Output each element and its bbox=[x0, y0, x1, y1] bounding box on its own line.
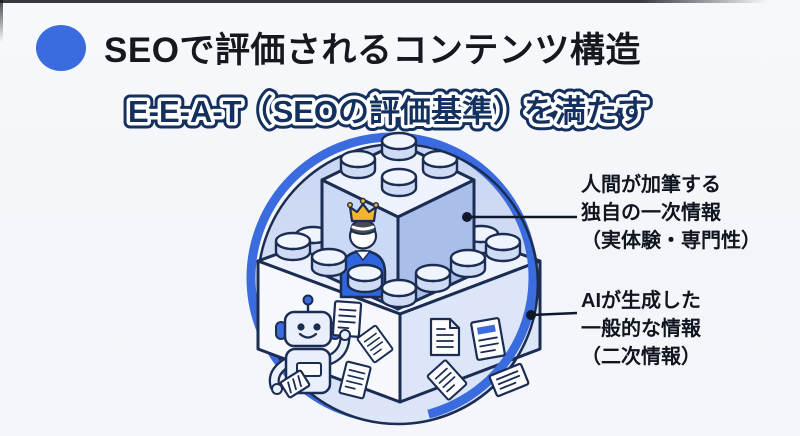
document-icons bbox=[271, 300, 530, 402]
bullet-circle-icon bbox=[36, 24, 86, 71]
document-icon bbox=[469, 316, 507, 362]
annotation-human-primary-info: 人間が加筆する 独自の一次情報 （実体験・専門性） bbox=[581, 171, 800, 255]
annotation-line: AIが生成した bbox=[581, 290, 701, 312]
annotation-ai-generated-info: AIが生成した 一般的な情報 （二次情報） bbox=[581, 287, 800, 371]
banner: E-E-A-T（SEOの評価基準）を満たす E-E-A-T（SEOの評価基準）を… bbox=[121, 88, 654, 136]
header: SEOで評価されるコンテンツ構造 bbox=[36, 22, 641, 73]
connector-bottom-brick bbox=[526, 310, 578, 320]
annotation-line: 一般的な情報 bbox=[581, 318, 701, 340]
top-edge-line bbox=[0, 0, 800, 3]
banner-text-stroke: E-E-A-T（SEOの評価基準）を満たす bbox=[128, 94, 648, 129]
banner-text-outer: E-E-A-T（SEOの評価基準）を満たす bbox=[128, 94, 648, 129]
document-icon bbox=[429, 317, 461, 357]
crown-icon bbox=[348, 202, 378, 223]
connector-top-brick bbox=[462, 212, 577, 222]
banner-text: E-E-A-T（SEOの評価基準）を満たす bbox=[128, 94, 648, 129]
annotation-line: （実体験・専門性） bbox=[581, 230, 761, 252]
annotation-line: 人間が加筆する bbox=[581, 174, 721, 196]
robot-icon bbox=[268, 294, 351, 395]
annotation-line: 独自の一次情報 bbox=[581, 202, 721, 224]
circle-ring-overlay bbox=[427, 137, 540, 421]
page-title: SEOで評価されるコンテンツ構造 bbox=[104, 31, 641, 70]
left-edge-line bbox=[0, 0, 3, 42]
annotation-line: （二次情報） bbox=[581, 346, 701, 368]
